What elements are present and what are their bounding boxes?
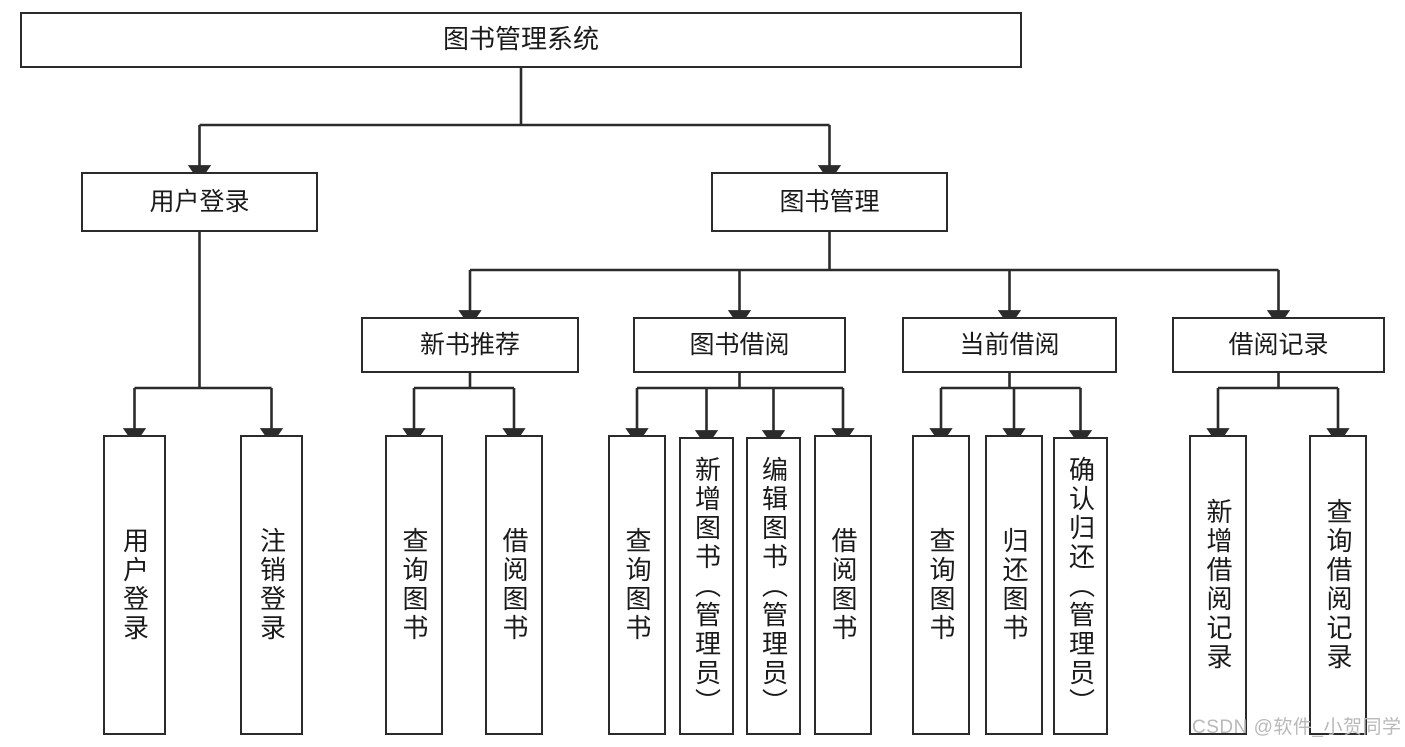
node-leaf-borrow-book-2[interactable]: 借阅图书 (814, 435, 872, 735)
node-borrow-record[interactable]: 借阅记录 (1172, 317, 1385, 373)
node-label-leaf-add-book: 新增图书（管理员） (691, 455, 722, 717)
node-book-manage[interactable]: 图书管理 (711, 172, 948, 232)
node-label-leaf-return-book: 归还图书 (999, 527, 1029, 643)
node-leaf-logout[interactable]: 注销登录 (240, 435, 303, 735)
node-label-leaf-query-book-2: 查询图书 (622, 527, 652, 643)
node-label-leaf-borrow-book-1: 借阅图书 (499, 527, 529, 643)
node-leaf-borrow-book-1[interactable]: 借阅图书 (485, 435, 543, 735)
node-new-book-rec[interactable]: 新书推荐 (361, 317, 579, 373)
node-label-leaf-user-login: 用户登录 (119, 527, 150, 643)
node-leaf-query-book-3[interactable]: 查询图书 (912, 435, 970, 735)
node-label-leaf-borrow-book-2: 借阅图书 (828, 527, 858, 643)
node-book-borrow[interactable]: 图书借阅 (633, 317, 846, 373)
node-label-new-book-rec: 新书推荐 (419, 331, 520, 359)
node-leaf-add-record[interactable]: 新增借阅记录 (1189, 435, 1247, 735)
node-label-leaf-query-record: 查询借阅记录 (1323, 498, 1353, 672)
node-leaf-user-login[interactable]: 用户登录 (103, 435, 166, 735)
node-leaf-add-book[interactable]: 新增图书（管理员） (679, 437, 734, 735)
node-leaf-query-book-2[interactable]: 查询图书 (608, 435, 666, 735)
node-label-leaf-confirm-ret: 确认归还（管理员） (1065, 455, 1096, 717)
node-label-leaf-edit-book: 编辑图书（管理员） (758, 455, 789, 717)
node-label-root: 图书管理系统 (442, 24, 599, 55)
node-label-current-borrow: 当前借阅 (959, 331, 1060, 359)
node-root[interactable]: 图书管理系统 (20, 12, 1022, 68)
node-label-leaf-query-book-1: 查询图书 (399, 527, 429, 643)
node-leaf-return-book[interactable]: 归还图书 (985, 435, 1043, 735)
connector-edges (122, 68, 1350, 447)
node-leaf-query-book-1[interactable]: 查询图书 (385, 435, 443, 735)
node-label-book-manage: 图书管理 (779, 188, 880, 216)
node-current-borrow[interactable]: 当前借阅 (902, 317, 1117, 373)
node-label-book-borrow: 图书借阅 (689, 331, 790, 359)
node-label-leaf-query-book-3: 查询图书 (926, 527, 956, 643)
node-label-leaf-add-record: 新增借阅记录 (1203, 498, 1233, 672)
node-leaf-edit-book[interactable]: 编辑图书（管理员） (746, 437, 801, 735)
node-leaf-confirm-ret[interactable]: 确认归还（管理员） (1053, 437, 1108, 735)
node-leaf-query-record[interactable]: 查询借阅记录 (1309, 435, 1367, 735)
node-label-borrow-record: 借阅记录 (1228, 331, 1329, 359)
node-label-user-login: 用户登录 (149, 188, 250, 216)
node-user-login[interactable]: 用户登录 (81, 172, 318, 232)
node-label-leaf-logout: 注销登录 (256, 527, 287, 643)
